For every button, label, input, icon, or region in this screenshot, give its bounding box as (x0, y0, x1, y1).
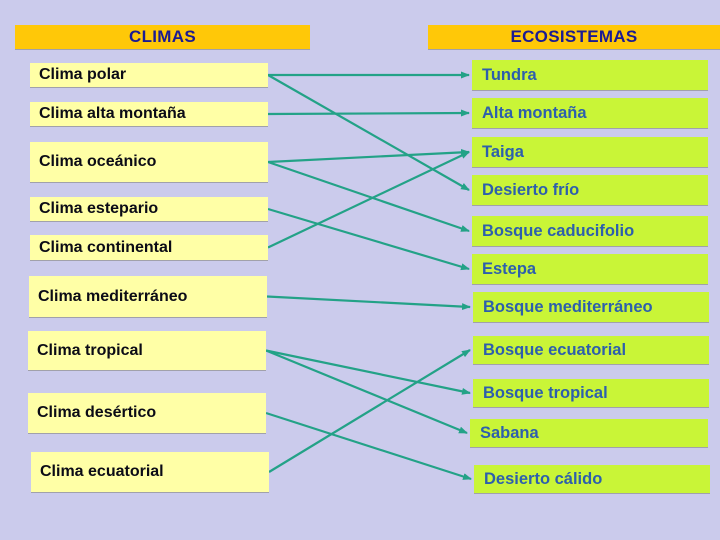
connection-line (266, 295, 471, 311)
ecosistema-box: Sabana (470, 419, 708, 447)
connection-line (267, 148, 470, 164)
connection-line (267, 74, 470, 191)
connection-line (268, 349, 471, 473)
ecosistema-box: Bosque mediterráneo (473, 292, 709, 322)
ecosistema-box: Desierto frío (472, 175, 708, 205)
climas-header: CLIMAS (15, 25, 310, 49)
connection-line (267, 207, 470, 271)
ecosistema-box: Desierto cálido (474, 465, 710, 493)
connection-line (267, 160, 470, 233)
ecosistema-box: Alta montaña (472, 98, 708, 128)
clima-box: Clima oceánico (30, 142, 268, 182)
clima-box: Clima mediterráneo (29, 276, 267, 317)
clima-box: Clima polar (30, 63, 268, 87)
clima-box: Clima alta montaña (30, 102, 268, 126)
ecosistema-box: Bosque tropical (473, 379, 709, 407)
connection-line (265, 349, 468, 435)
connection-line (265, 411, 472, 481)
ecosistema-box: Taiga (472, 137, 708, 167)
clima-box: Clima continental (30, 235, 268, 260)
connection-line (267, 151, 470, 249)
clima-box: Clima estepario (30, 197, 268, 221)
ecosistemas-header: ECOSISTEMAS (428, 25, 720, 49)
clima-box: Clima desértico (28, 393, 266, 433)
ecosistema-box: Estepa (472, 254, 708, 284)
ecosistema-box: Tundra (472, 60, 708, 90)
clima-box: Clima tropical (28, 331, 266, 370)
ecosistema-box: Bosque caducifolio (472, 216, 708, 246)
connection-line (267, 109, 470, 117)
ecosistema-box: Bosque ecuatorial (473, 336, 709, 364)
connection-line (265, 349, 471, 395)
clima-box: Clima ecuatorial (31, 452, 269, 492)
